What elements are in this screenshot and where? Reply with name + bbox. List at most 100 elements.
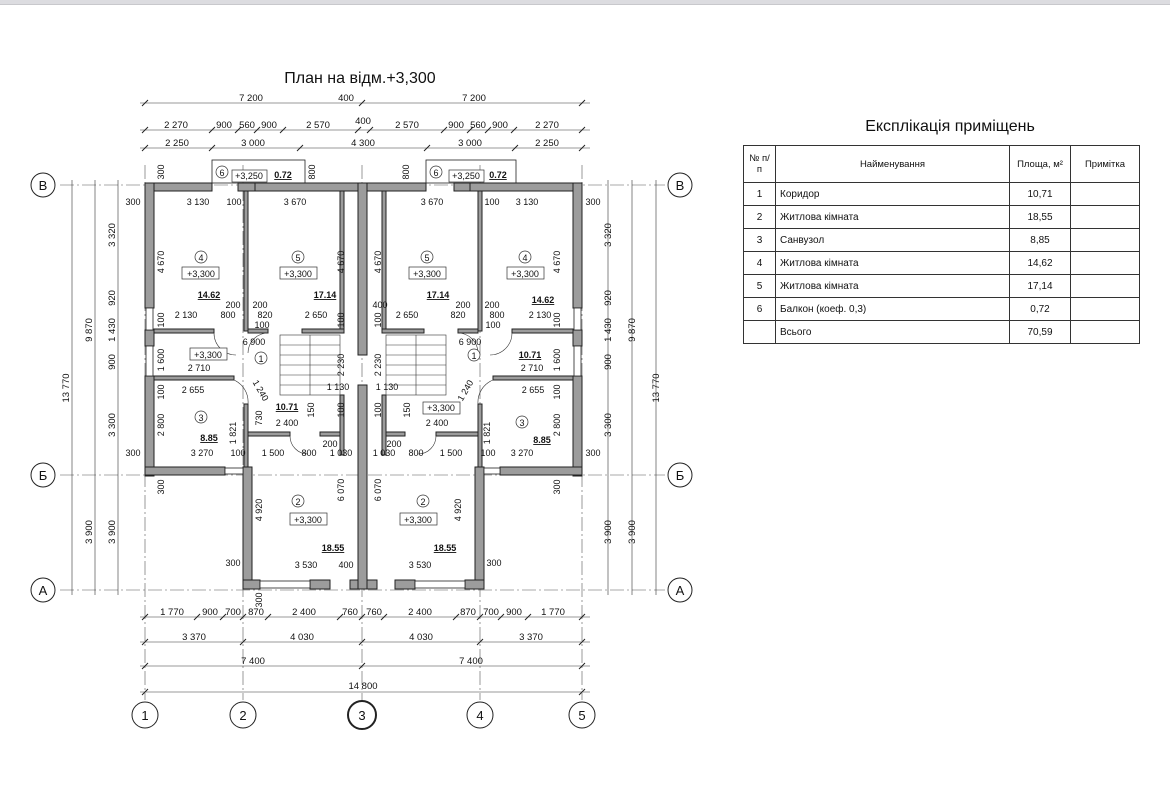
dim-inner: 100 bbox=[373, 402, 383, 417]
dim-top3-2: 4 300 bbox=[351, 138, 375, 149]
room-left-4-number: 4 bbox=[198, 253, 203, 263]
dim-inner: 4 670 bbox=[552, 251, 562, 274]
room-left-1-number: 1 bbox=[258, 354, 263, 364]
room-right-1-level: +3,300 bbox=[427, 403, 455, 413]
dim-inner: 100 bbox=[485, 320, 500, 330]
dim-inner: 6 070 bbox=[336, 479, 346, 502]
row-note bbox=[1070, 228, 1140, 252]
dim-top2-2: 560 bbox=[239, 120, 255, 131]
dim-inner: 3 130 bbox=[516, 197, 539, 207]
dim-inner: 3 270 bbox=[191, 448, 214, 458]
viewer-top-bar bbox=[0, 0, 1170, 5]
axis-label-v-left: В bbox=[39, 178, 48, 193]
room-right-3-area: 8.85 bbox=[533, 435, 551, 445]
dim-inner: 300 bbox=[125, 197, 140, 207]
row-name: Санвузол bbox=[775, 228, 1010, 252]
dim-inner: 3 130 bbox=[187, 197, 210, 207]
plan-title: План на відм.+3,300 bbox=[284, 70, 436, 87]
dim-bot2-0: 3 370 bbox=[182, 632, 206, 643]
windows bbox=[145, 307, 582, 589]
room-right-4-area: 14.62 bbox=[532, 295, 555, 305]
dim-bot1-10: 900 bbox=[506, 607, 522, 618]
dim-inner: 820 bbox=[450, 310, 465, 320]
dim-inner: 1 240 bbox=[455, 378, 475, 403]
dim-left1-3: 900 bbox=[107, 354, 118, 370]
dim-bot1-3: 870 bbox=[248, 607, 264, 618]
total-area: 70,59 bbox=[1009, 320, 1071, 344]
dim-inner: 2 655 bbox=[522, 385, 545, 395]
table-row: 5 Житлова кімната 17,14 bbox=[743, 274, 1140, 298]
dim-right1-5: 3 900 bbox=[603, 520, 614, 544]
dim-inner: 150 bbox=[306, 402, 316, 417]
row-note bbox=[1070, 205, 1140, 229]
room-right-1-number: 1 bbox=[471, 351, 476, 361]
dim-inner: 2 230 bbox=[373, 354, 383, 377]
axis-label-v-right: В bbox=[676, 178, 685, 193]
dim-bot1-0: 1 770 bbox=[160, 607, 184, 618]
dim-inner: 300 bbox=[552, 479, 562, 494]
dim-bot1-4: 2 400 bbox=[292, 607, 316, 618]
row-name: Житлова кімната bbox=[775, 205, 1010, 229]
dim-inner: 800 bbox=[489, 310, 504, 320]
row-num: 3 bbox=[743, 228, 776, 252]
row-area: 18,55 bbox=[1009, 205, 1071, 229]
dim-inner: 2 130 bbox=[529, 310, 552, 320]
room-right-4-number: 4 bbox=[522, 253, 527, 263]
dim-inner: 100 bbox=[156, 384, 166, 399]
room-left-4-level: +3,300 bbox=[187, 269, 215, 279]
dim-inner: 800 bbox=[408, 448, 423, 458]
dim-bot1-5: 760 bbox=[342, 607, 358, 618]
dim-inner: 300 bbox=[156, 479, 166, 494]
table-row: 3 Санвузол 8,85 bbox=[743, 228, 1140, 252]
room-right-2-area: 18.55 bbox=[434, 543, 457, 553]
dim-bot2-2: 4 030 bbox=[409, 632, 433, 643]
dim-bot3-0: 7 400 bbox=[241, 656, 265, 667]
dim-inner: 100 bbox=[230, 448, 245, 458]
dim-inner: 2 650 bbox=[396, 310, 419, 320]
row-note bbox=[1070, 274, 1140, 298]
dim-inner: 200 bbox=[484, 300, 499, 310]
room-left-5-level: +3,300 bbox=[284, 269, 312, 279]
dim-bot1-11: 1 770 bbox=[541, 607, 565, 618]
dim-inner: 100 bbox=[373, 312, 383, 327]
dim-inner: 3 530 bbox=[295, 560, 318, 570]
dim-bot1-7: 2 400 bbox=[408, 607, 432, 618]
dim-inner: 300 bbox=[225, 558, 240, 568]
axis-label-a-left: А bbox=[39, 583, 48, 598]
table-row: 6 Балкон (коеф. 0,3) 0,72 bbox=[743, 297, 1140, 321]
dim-right1-3: 900 bbox=[603, 354, 614, 370]
total-note-empty bbox=[1070, 320, 1140, 344]
right-dimensions: 3 320 920 1 430 900 3 300 3 900 9 870 3 … bbox=[603, 223, 662, 544]
table-total-row: Всього 70,59 bbox=[743, 320, 1140, 344]
room-right-5-area: 17.14 bbox=[427, 290, 450, 300]
axis-label-5: 5 bbox=[578, 708, 585, 723]
dim-right1-2: 1 430 bbox=[603, 318, 614, 342]
dim-top3-0: 2 250 bbox=[165, 138, 189, 149]
room-left-1-level: +3,300 bbox=[194, 350, 222, 360]
row-name: Балкон (коеф. 0,3) bbox=[775, 297, 1010, 321]
room-right-6-level: +3,250 bbox=[452, 171, 480, 181]
dim-bot4-0: 14 800 bbox=[348, 681, 377, 692]
dim-bot3-1: 7 400 bbox=[459, 656, 483, 667]
axis-label-a-right: А bbox=[676, 583, 685, 598]
dim-top2-10: 2 270 bbox=[535, 120, 559, 131]
dim-inner: 2 710 bbox=[521, 363, 544, 373]
dim-right1-1: 920 bbox=[603, 290, 614, 306]
room-left-3-number: 3 bbox=[198, 413, 203, 423]
bottom-dimensions: 1 770 900 700 870 2 400 760 760 2 400 87… bbox=[160, 607, 565, 692]
header-name: Найменування bbox=[775, 145, 1010, 183]
dim-inner: 100 bbox=[226, 197, 241, 207]
explication-title: Експлікація приміщень bbox=[865, 118, 1035, 135]
dim-inner: 4 670 bbox=[336, 251, 346, 274]
dim-inner: 100 bbox=[336, 402, 346, 417]
dim-inner: 2 800 bbox=[552, 414, 562, 437]
dim-bot2-3: 3 370 bbox=[519, 632, 543, 643]
dim-inner: 800 bbox=[401, 164, 411, 179]
row-num: 5 bbox=[743, 274, 776, 298]
dim-top2-7: 900 bbox=[448, 120, 464, 131]
dim-inner: 2 710 bbox=[188, 363, 211, 373]
dim-inner: 2 655 bbox=[182, 385, 205, 395]
dim-inner: 4 920 bbox=[254, 499, 264, 522]
room-left-5-number: 5 bbox=[295, 253, 300, 263]
